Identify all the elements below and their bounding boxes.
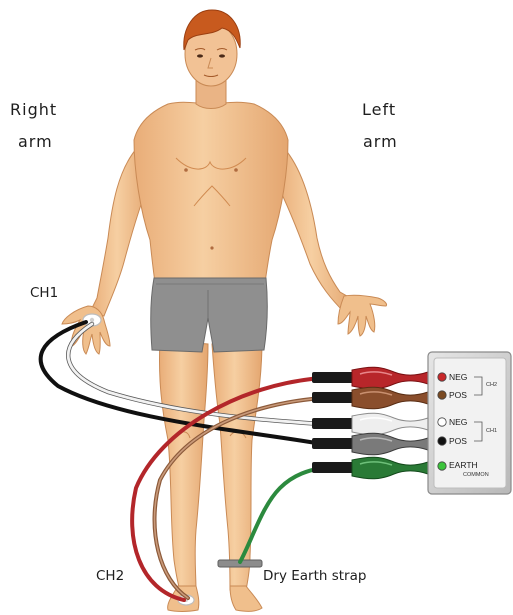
dot-row-2 — [438, 391, 446, 399]
right-leg-shape — [159, 340, 208, 590]
connector-plugs — [312, 367, 428, 479]
left-arm-label-line2: arm — [363, 132, 398, 151]
torso-shape — [134, 102, 288, 290]
left-arm-shape — [276, 148, 354, 312]
left-foot-shape — [230, 586, 262, 611]
left-leg-shape — [212, 340, 262, 590]
box-common-label: COMMON — [463, 472, 489, 478]
plug-ch1-neg — [312, 413, 428, 435]
box-row-1-label: NEG — [449, 373, 467, 382]
right-arm-label-line2: arm — [18, 132, 53, 151]
plug-ch2-neg — [312, 367, 428, 389]
plug-earth — [312, 457, 428, 479]
left-arm-label-line1: Left — [362, 100, 396, 119]
dot-row-1 — [438, 373, 446, 381]
plug-ch1-pos — [312, 433, 428, 455]
box-row-2-label: POS — [449, 391, 467, 400]
plug-ch2-pos — [312, 387, 428, 409]
box-group-ch2-label: CH2 — [486, 382, 497, 388]
dot-row-3 — [438, 418, 446, 426]
right-arm-label-line1: Right — [10, 100, 57, 119]
left-hand-shape — [338, 295, 387, 336]
dot-row-4 — [438, 437, 446, 445]
earth-strap-label: Dry Earth strap — [263, 568, 366, 584]
ch1-label: CH1 — [30, 285, 58, 301]
box-row-4-label: POS — [449, 437, 467, 446]
box-row-5-label: EARTH — [449, 461, 478, 470]
human-figure — [62, 10, 387, 612]
box-group-ch1-label: CH1 — [486, 428, 497, 434]
shorts-shape — [151, 278, 268, 352]
dot-row-5 — [438, 462, 446, 470]
ch2-label: CH2 — [96, 568, 124, 584]
box-row-3-label: NEG — [449, 418, 467, 427]
